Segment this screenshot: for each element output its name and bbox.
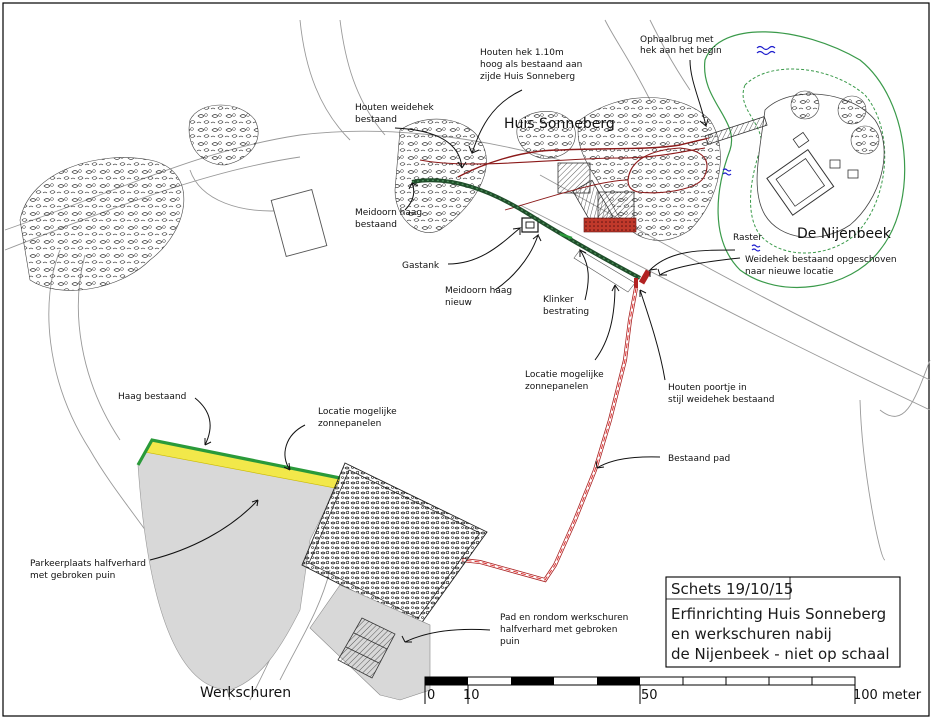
label-raster: Raster: [733, 233, 762, 243]
scale-tick-50: 50: [641, 688, 658, 703]
label-zonnepanelen-parkeer: Locatie mogelijke zonnepanelen: [318, 407, 400, 429]
leader-arrows: [149, 59, 741, 643]
label-zonnepanelen-haag: Locatie mogelijke zonnepanelen: [525, 370, 607, 392]
huis-sonneberg-buildings: [557, 162, 637, 233]
scale-tick-0: 0: [427, 688, 435, 703]
hawthorn-hedge-new: [559, 232, 573, 240]
title-line-1: Erfinrichting Huis Sonneberg: [671, 605, 886, 623]
water-symbols: [722, 45, 776, 252]
label-pad-rondom: Pad en rondom werkschuren halfverhard me…: [500, 613, 631, 647]
label-ophaalbrug: Ophaalbrug met hek aan het begin: [640, 35, 722, 56]
wooden-gate-small: [634, 278, 638, 288]
title-date: Schets 19/10/15: [671, 580, 793, 598]
scale-tick-100: 100 meter: [853, 688, 922, 703]
moved-gate: [638, 269, 652, 285]
solar-location-hedge: [573, 249, 636, 293]
place-werkschuren: Werkschuren: [200, 685, 291, 701]
label-klinker: Klinker bestrating: [543, 295, 589, 317]
title-line-2: en werkschuren nabij: [671, 625, 832, 643]
label-meidoorn-nieuw: Meidoorn haag nieuw: [445, 286, 515, 308]
wooden-fence-yard: [627, 147, 708, 194]
label-houten-weidehek: Houten weidehek bestaand: [355, 103, 437, 125]
label-meidoorn-bestaand: Meidoorn haag bestaand: [355, 208, 425, 230]
label-parkeerplaats: Parkeerplaats halfverhard met gebroken p…: [30, 559, 149, 581]
place-de-nijenbeek: De Nijenbeek: [797, 226, 892, 242]
workshops: [337, 617, 396, 679]
label-haag-bestaand: Haag bestaand: [118, 392, 186, 402]
water-icon: [756, 45, 776, 51]
castle-nijenbeek: [766, 90, 880, 216]
existing-path-border: [461, 287, 638, 583]
moat-outer: [704, 31, 906, 288]
tree-cluster-small: [188, 104, 259, 166]
label-houten-hek: Houten hek 1.10m hoog als bestaand aan z…: [480, 48, 585, 82]
existing-hedge: [136, 438, 341, 480]
clinker-paving: [583, 217, 637, 233]
label-gastank: Gastank: [402, 261, 440, 271]
tree-cluster-sonneberg-west: [394, 118, 487, 233]
castle-island: [756, 93, 885, 238]
scale-bar: 0 10 50 100 meter: [424, 676, 922, 704]
label-bestaand-pad: Bestaand pad: [668, 454, 730, 464]
title-line-3: de Nijenbeek - niet op schaal: [671, 645, 890, 663]
title-block: Schets 19/10/15 Erfinrichting Huis Sonne…: [665, 576, 901, 668]
parking-area: [137, 439, 341, 691]
label-houten-poortje: Houten poortje in stijl weidehek bestaan…: [668, 383, 774, 405]
drawbridge: [704, 116, 768, 145]
gastank: [521, 217, 539, 233]
label-weidehek-opgeschoven: Weidehek bestaand opgeschoven naar nieuw…: [745, 255, 900, 277]
wooden-fence-north: [457, 137, 709, 178]
scale-tick-10: 10: [463, 688, 480, 703]
place-huis-sonneberg: Huis Sonneberg: [504, 116, 615, 132]
existing-path: [461, 287, 637, 581]
tree-cluster-west: [19, 157, 185, 291]
moat-inner: [742, 68, 886, 254]
shed-left: [270, 189, 328, 257]
